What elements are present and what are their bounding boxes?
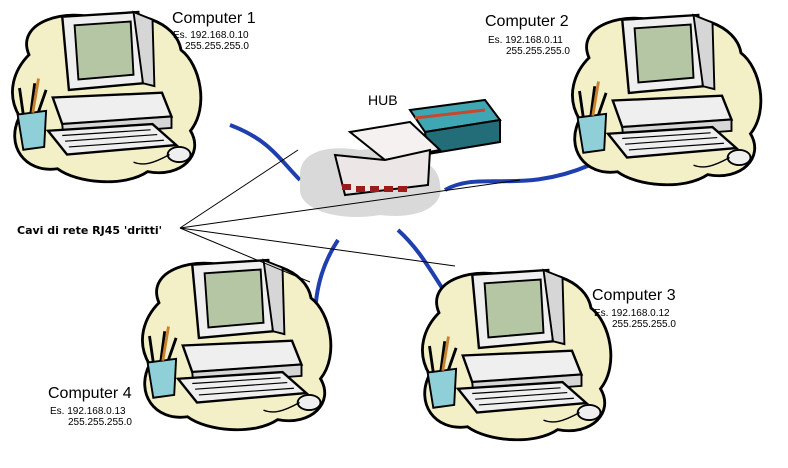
computer-3-icon	[421, 268, 613, 442]
computer-4-ip: Es. 192.168.0.13 255.255.255.0	[50, 406, 132, 428]
computer-3-title: Computer 3	[592, 287, 676, 304]
computer-3-ip: Es. 192.168.0.12 255.255.255.0	[594, 308, 676, 330]
subnet-mask: 255.255.255.0	[612, 319, 676, 330]
subnet-mask: 255.255.255.0	[185, 41, 249, 52]
subnet-mask: 255.255.255.0	[68, 417, 132, 428]
computer-2-ip: Es. 192.168.0.11 255.255.255.0	[488, 35, 570, 57]
subnet-mask: 255.255.255.0	[506, 46, 570, 57]
ip-address: Es. 192.168.0.10	[173, 30, 249, 41]
computer-4-title: Computer 4	[48, 385, 132, 402]
cable-label: Cavi di rete RJ45 'dritti'	[17, 224, 162, 237]
cable-computer-2	[444, 163, 591, 192]
computer-4-icon	[141, 258, 333, 432]
cable-computer-1	[229, 123, 302, 182]
hub-icon	[300, 98, 502, 218]
label-pointer-lines	[179, 149, 521, 283]
ip-address: Es. 192.168.0.12	[594, 308, 670, 319]
computer-1-title: Computer 1	[172, 10, 256, 27]
computer-2-title: Computer 2	[485, 13, 569, 30]
hub-label: HUB	[368, 92, 398, 108]
computer-2-icon	[571, 13, 763, 187]
ip-address: Es. 192.168.0.11	[488, 35, 563, 46]
ip-address: Es. 192.168.0.13	[50, 406, 126, 417]
computer-1-ip: Es. 192.168.0.10 255.255.255.0	[173, 30, 249, 52]
